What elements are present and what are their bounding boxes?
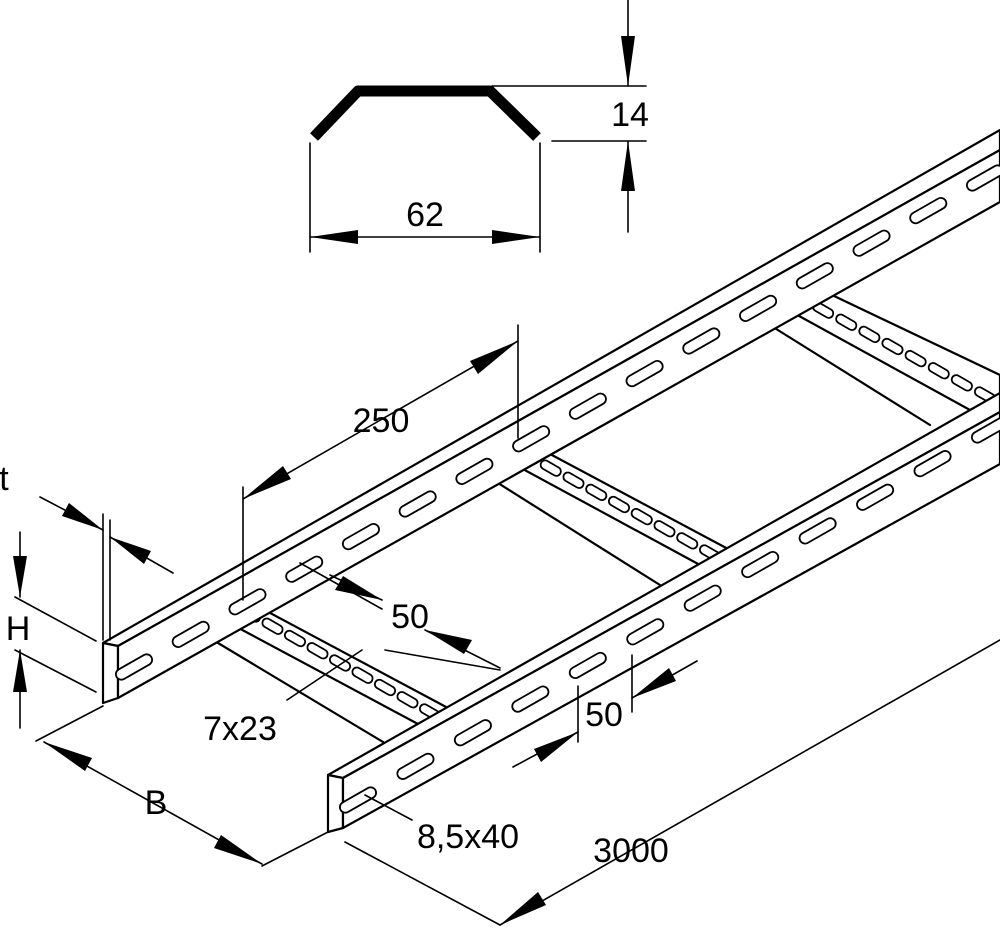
rung-slot-size-label: 7x23	[203, 710, 277, 748]
rail-front-top-face	[326, 391, 1000, 780]
rail-slot	[396, 752, 435, 780]
length-label: 3000	[593, 832, 669, 870]
rail-slot	[683, 584, 722, 612]
thickness-label: t	[0, 460, 9, 498]
rung-slot	[351, 666, 374, 684]
rung-pitch-dimension: 250	[242, 324, 519, 601]
rung-pitch-label: 250	[353, 402, 410, 440]
rail-slot	[741, 550, 780, 579]
rung-profile: 62 14	[309, 0, 649, 253]
rung-slot	[904, 349, 927, 368]
rung-slot-pitch-dimension: 50	[299, 562, 501, 671]
rung-slot	[858, 325, 881, 344]
rung-slot	[261, 617, 284, 635]
rail-slot	[398, 490, 437, 518]
rail-slot	[913, 450, 952, 478]
rail-slots	[115, 164, 1000, 814]
rung-slot	[927, 362, 950, 380]
rung-slot	[630, 507, 653, 526]
rail-slot	[625, 360, 664, 388]
rung-slot	[653, 520, 676, 538]
rail-slot	[795, 262, 834, 290]
length-dimension: 3000	[344, 639, 1000, 926]
rail-back	[101, 128, 1000, 705]
height-dimension: H	[6, 531, 97, 729]
rail-slot	[339, 786, 377, 814]
rail-slot-pitch-dimension: 50	[512, 654, 698, 768]
rail-slot	[171, 620, 210, 648]
rail-slot	[966, 164, 1000, 192]
rung-slot	[396, 691, 419, 709]
rail-slot-pitch-label: 50	[585, 696, 623, 734]
rail-slot	[798, 517, 837, 545]
rail-slot	[115, 653, 153, 681]
rail-slot	[511, 685, 550, 713]
rung-slot	[881, 337, 904, 356]
rung-slot	[306, 642, 329, 660]
width-label: B	[145, 784, 168, 822]
rail-slot	[739, 294, 778, 322]
rung-slot	[373, 678, 397, 697]
rail-front	[326, 391, 1000, 834]
profile-width-label: 62	[406, 196, 444, 234]
width-dimension: B	[35, 705, 329, 867]
rung-profile-outline	[310, 85, 541, 141]
rail-back-top-face	[101, 128, 1000, 648]
rail-slot	[568, 651, 607, 680]
rail-slot	[455, 457, 494, 485]
rung-slot	[562, 471, 585, 489]
profile-height-label: 14	[611, 96, 649, 134]
rung-slot	[607, 495, 631, 514]
rail-slot	[512, 425, 551, 453]
rung-slot-leader: 7x23	[203, 649, 363, 748]
rung-slot	[676, 532, 699, 550]
rail-slot-size-label: 8,5x40	[417, 818, 519, 856]
rung-slot	[283, 629, 307, 648]
rung-slot	[950, 374, 973, 392]
rail-slot	[682, 327, 721, 355]
rail-slot	[341, 523, 380, 551]
rung-slot	[585, 483, 608, 502]
rung-slot	[835, 313, 858, 331]
rail-slot	[971, 416, 1000, 444]
rail-slot	[453, 719, 492, 747]
rail-slot	[626, 618, 665, 646]
rail-slot	[856, 483, 895, 511]
rung-slot-pitch-label: 50	[391, 598, 429, 636]
rail-slot	[568, 392, 607, 420]
rung-slot	[539, 459, 562, 477]
rail-slot	[228, 588, 267, 616]
thickness-dimension: t	[0, 460, 174, 641]
rail-slot	[852, 229, 891, 257]
rail-back-face	[116, 148, 1000, 700]
height-label: H	[6, 610, 31, 648]
rail-slot	[909, 197, 948, 225]
rail-slot-leader: 8,5x40	[364, 794, 519, 856]
